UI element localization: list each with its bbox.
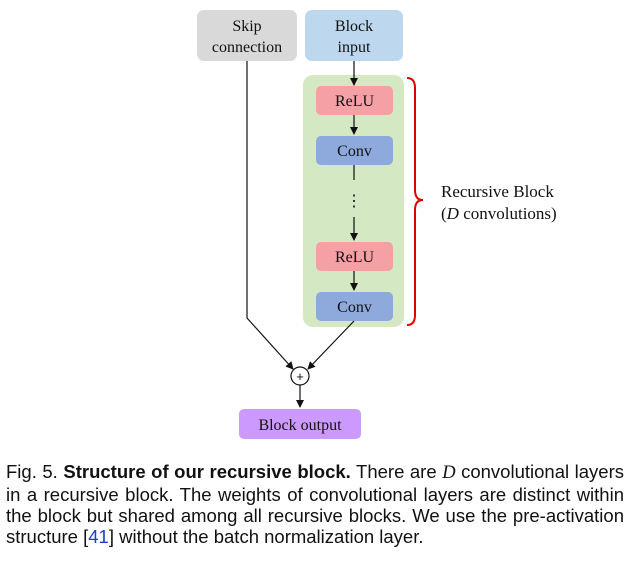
block-input-label-line2: input	[338, 39, 371, 56]
caption-title: Structure of our recursive block.	[63, 461, 351, 482]
conv-box-1	[316, 136, 393, 165]
block-output-box	[239, 409, 361, 439]
citation-link[interactable]: 41	[88, 526, 109, 547]
caption-variable-d: D	[442, 463, 456, 483]
ellipsis-symbol: ⋮	[346, 193, 362, 210]
block-input-label-line1: Block	[335, 18, 373, 35]
caption-text-a: There are	[350, 461, 443, 482]
caption-text-b: convolutional layers in a recursive bloc…	[6, 461, 624, 547]
block-output-label: Block output	[258, 417, 342, 434]
relu-box-2	[316, 242, 393, 271]
caption-text-c: ] without the batch normalization layer.	[108, 526, 424, 547]
figure-caption: Fig. 5. Structure of our recursive block…	[6, 461, 624, 547]
caption-prefix: Fig. 5.	[6, 461, 64, 482]
skip-connection-label-line1: Skip	[232, 18, 261, 35]
block-input-box	[305, 10, 403, 61]
arrow-conv2-to-sum	[307, 320, 355, 370]
arrow-skip-diagonal	[246, 317, 294, 370]
relu-label-1: ReLU	[335, 93, 375, 110]
relu-label-2: ReLU	[335, 249, 375, 266]
sum-node-plus: +	[296, 369, 304, 384]
recursive-block-brace	[406, 77, 424, 326]
skip-connection-label-line2: connection	[212, 39, 282, 56]
skip-connection-box	[197, 10, 297, 61]
conv-box-2	[316, 292, 393, 321]
recursive-block-label-line2: (D convolutions)	[441, 204, 557, 223]
recursive-block-diagram: Skip connection Block input ReLU Conv ⋮ …	[197, 10, 557, 439]
conv-label-1: Conv	[337, 143, 372, 160]
relu-box-1	[316, 86, 393, 115]
recursive-block-label-line1: Recursive Block	[441, 182, 554, 201]
conv-label-2: Conv	[337, 299, 372, 316]
